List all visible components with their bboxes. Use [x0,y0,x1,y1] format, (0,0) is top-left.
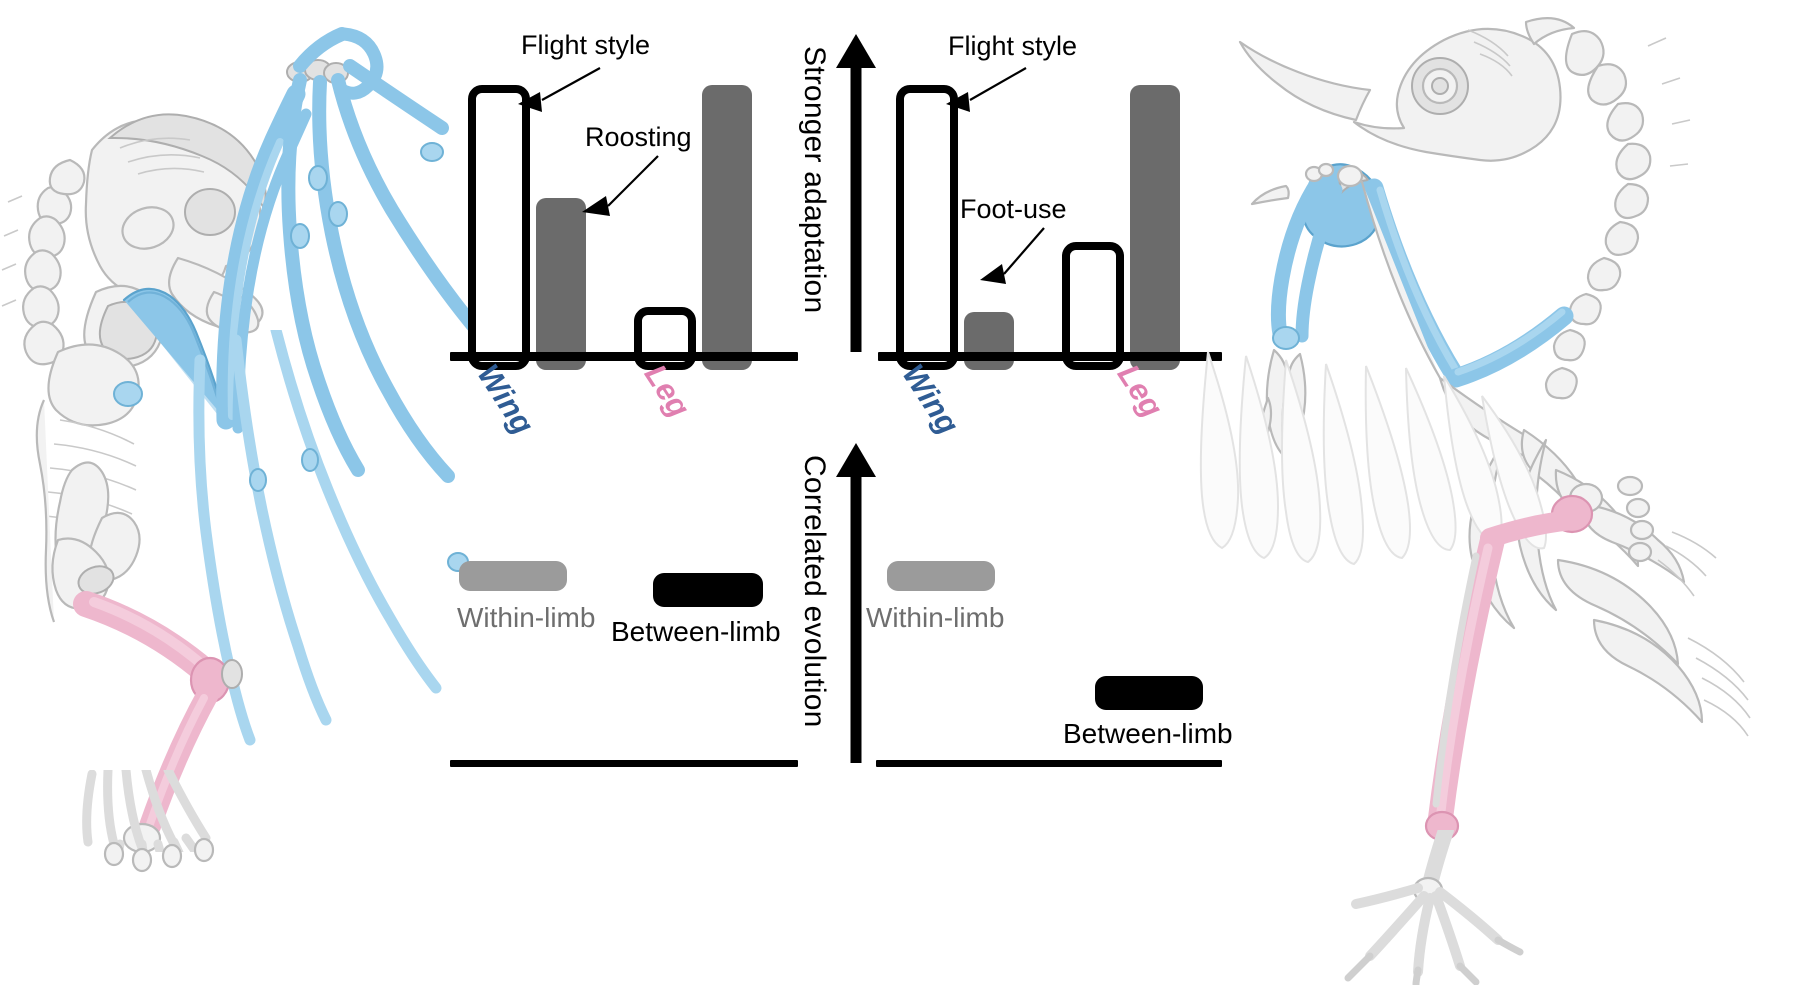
bat-vertebrae [1,186,73,366]
bat-pelvis [51,461,141,610]
bat-adaptation-chart [450,60,810,370]
correlated-evolution-axis-label: Correlated evolution [798,455,831,728]
bat-within-limb-bar[interactable] [459,561,567,591]
bird-leg-bones [1424,482,1604,842]
bird-vertebrae [1544,29,1691,400]
bird-annotation-foot-use: Foot-use [960,194,1067,224]
bird-adaptation-baseline [878,352,1222,361]
bat-annotation-flight-style: Flight style [521,30,651,60]
bat-between-limb-label: Between-limb [611,616,781,647]
bat-adaptation-baseline [450,352,798,361]
bird-category-label-wing: Wing [895,358,967,441]
stronger-adaptation-axis-arrow [835,34,877,352]
bat-toe-bones [82,770,215,873]
bird-wing-within-limb-bar[interactable] [896,85,958,370]
bat-within-limb-label: Within-limb [457,602,596,633]
bird-within-limb-label: Within-limb [866,602,1005,633]
bird-annotation-flight-style: Flight style [948,31,1078,61]
bird-adaptation-chart [880,60,1240,370]
bird-correlated-evolution-baseline [876,760,1222,767]
bat-leg-between-limb-bar[interactable] [702,85,752,370]
bat-correlated-evolution-baseline [450,760,798,767]
bird-leg-between-limb-bar[interactable] [1130,85,1180,370]
bird-foot-bones [1344,830,1524,985]
bird-wing-between-limb-bar[interactable] [964,312,1014,370]
bird-between-limb-bar[interactable] [1095,676,1203,710]
bat-skeleton-illustration [1,27,470,623]
bat-wing-distal-bones [193,330,469,746]
bird-leg-within-limb-bar[interactable] [1062,242,1124,370]
bird-skeleton-illustration [1199,17,1751,842]
bat-annotation-roosting: Roosting [585,122,692,152]
bat-wing-bones [113,27,470,483]
bat-wing-within-limb-bar[interactable] [468,85,530,370]
stronger-adaptation-axis-label: Stronger adaptation [798,46,831,314]
correlated-evolution-axis-arrow [835,443,877,763]
bird-between-limb-label: Between-limb [1063,718,1233,749]
bird-skull [1238,17,1576,162]
bat-wing-between-limb-bar[interactable] [536,198,586,370]
bird-within-limb-bar[interactable] [887,561,995,591]
bird-wing-feathers [1199,351,1547,566]
bird-pelvis [1556,558,1751,737]
bat-between-limb-bar[interactable] [653,573,763,607]
